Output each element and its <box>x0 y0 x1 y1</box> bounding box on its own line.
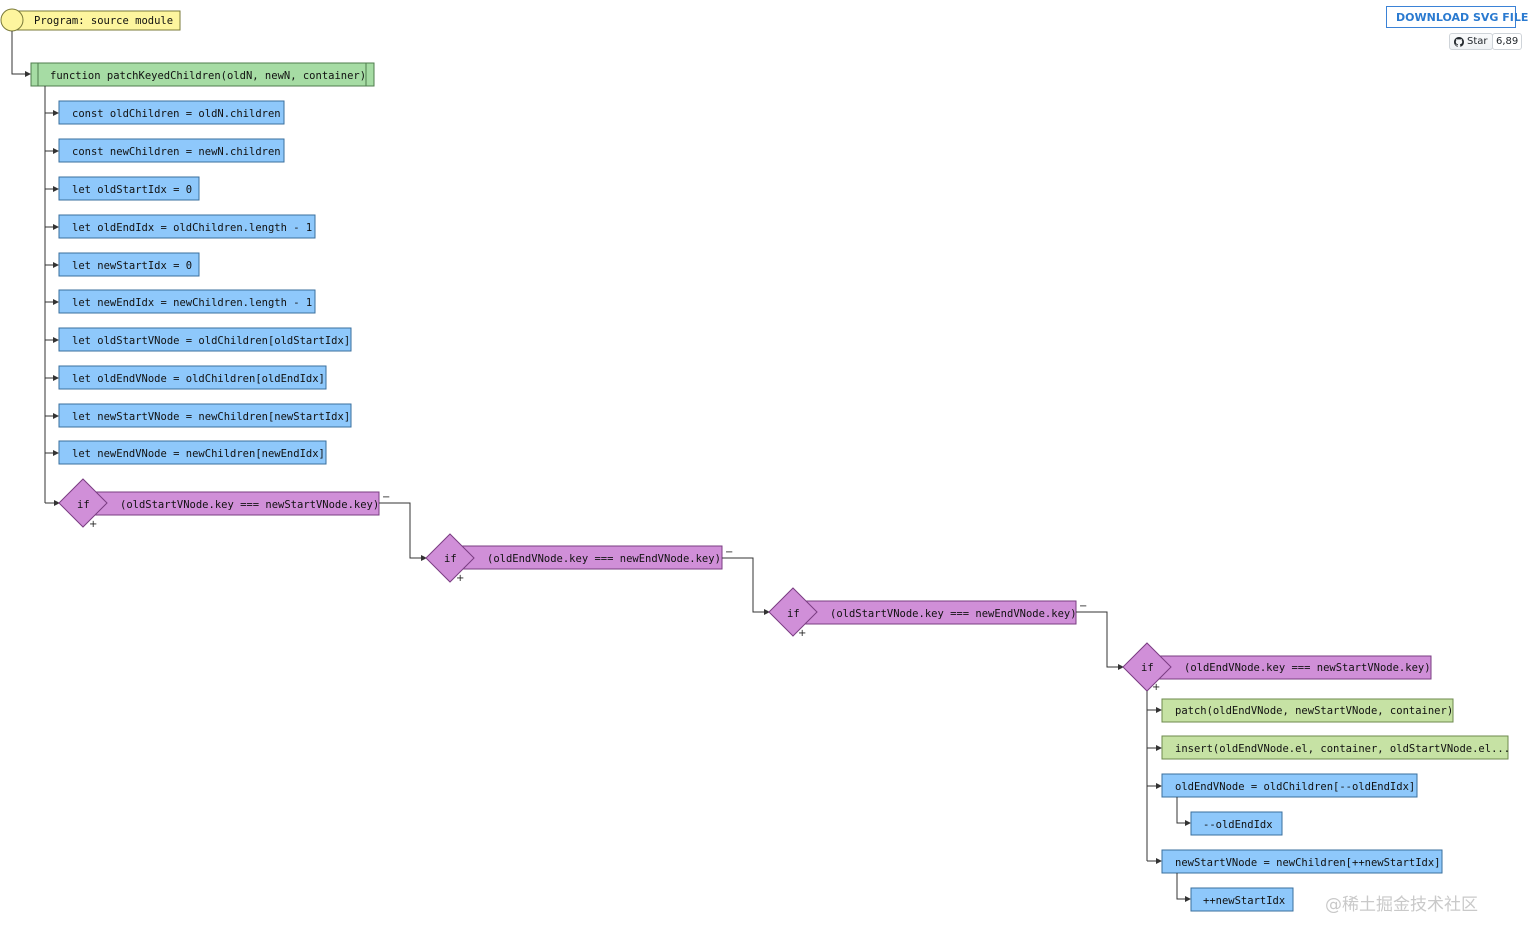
function-node: function patchKeyedChildren(oldN, newN, … <box>30 62 375 87</box>
statement-box <box>58 252 200 277</box>
if-node-2: if (oldEndVNode.key === newEndVNode.key)… <box>425 533 733 584</box>
statement-text: const oldChildren = oldN.children <box>72 108 281 120</box>
condition-text: (oldEndVNode.key === newStartVNode.key) <box>1184 662 1431 674</box>
condition-text: (oldStartVNode.key === newStartVNode.key… <box>120 499 379 511</box>
download-svg-button[interactable]: DOWNLOAD SVG FILE <box>1386 6 1528 28</box>
call-box <box>1161 735 1509 760</box>
github-star-button[interactable]: Star <box>1449 33 1493 50</box>
if-label: if <box>787 608 800 620</box>
statement-box <box>58 100 285 125</box>
statement-box <box>58 440 327 465</box>
statement-list: const oldChildren = oldN.children const … <box>45 100 352 465</box>
decision-diamond <box>58 478 108 528</box>
statement-text: let oldStartVNode = oldChildren[oldStart… <box>72 335 350 347</box>
connector-program-function <box>11 31 31 77</box>
if-label: if <box>77 499 90 511</box>
plus-sign: + <box>1152 682 1160 693</box>
minus-sign: − <box>1079 601 1087 612</box>
if-body-list: patch(oldEndVNode, newStartVNode, contai… <box>1147 698 1510 912</box>
connector-else-2 <box>722 557 770 615</box>
minus-sign: − <box>725 547 733 558</box>
if-node-3: if (oldStartVNode.key === newEndVNode.ke… <box>768 587 1087 639</box>
connector-else-3 <box>1076 611 1124 670</box>
plus-sign: + <box>798 628 806 639</box>
statement-text: --oldEndIdx <box>1203 819 1273 831</box>
github-star-label: Star <box>1467 36 1488 47</box>
if-label: if <box>444 553 457 565</box>
if-node-4: if (oldEndVNode.key === newStartVNode.ke… <box>1122 642 1432 693</box>
call-box <box>1161 698 1454 723</box>
statement-text: let newEndIdx = newChildren.length - 1 <box>72 297 312 309</box>
statement-box <box>1190 811 1283 836</box>
statement-text: let newStartVNode = newChildren[newStart… <box>72 411 350 423</box>
statement-text: let oldEndIdx = oldChildren.length - 1 <box>72 222 312 234</box>
connector-nested <box>1176 797 1191 826</box>
statement-text: let oldStartIdx = 0 <box>72 184 192 196</box>
program-node: Program: source module <box>0 8 181 32</box>
connector-nested <box>1176 873 1191 902</box>
statement-box <box>1190 887 1294 912</box>
plus-sign: + <box>456 573 464 584</box>
statement-box <box>58 214 316 239</box>
statement-box <box>58 327 352 352</box>
condition-text: (oldEndVNode.key === newEndVNode.key) <box>487 553 721 565</box>
if-label: if <box>1141 662 1154 674</box>
statement-text: let newEndVNode = newChildren[newEndIdx] <box>72 448 325 460</box>
plus-sign: + <box>89 519 97 530</box>
statement-text: let oldEndVNode = oldChildren[oldEndIdx] <box>72 373 325 385</box>
if-node-1: if (oldStartVNode.key === newStartVNode.… <box>45 478 390 530</box>
statement-box <box>58 176 200 201</box>
statement-text: oldEndVNode = oldChildren[--oldEndIdx] <box>1175 781 1415 793</box>
call-text: patch(oldEndVNode, newStartVNode, contai… <box>1175 705 1453 717</box>
connector-else-1 <box>379 502 427 561</box>
minus-sign: − <box>382 492 390 503</box>
watermark-text: @稀土掘金技术社区 <box>1325 895 1478 915</box>
statement-text: let newStartIdx = 0 <box>72 260 192 272</box>
program-label: Program: source module <box>34 15 173 27</box>
statement-text: newStartVNode = newChildren[++newStartId… <box>1175 857 1441 869</box>
condition-text: (oldStartVNode.key === newEndVNode.key) <box>830 608 1077 620</box>
statement-box <box>58 365 327 390</box>
statement-box <box>58 138 285 163</box>
statement-box <box>1161 773 1418 798</box>
decision-diamond <box>768 587 818 637</box>
github-icon <box>1454 36 1464 47</box>
statement-text: ++newStartIdx <box>1203 895 1285 907</box>
function-signature: function patchKeyedChildren(oldN, newN, … <box>50 70 366 82</box>
statement-box <box>58 403 352 428</box>
statement-box <box>1161 849 1443 874</box>
call-text: insert(oldEndVNode.el, container, oldSta… <box>1175 743 1510 755</box>
statement-box <box>58 289 316 314</box>
statement-text: const newChildren = newN.children <box>72 146 281 158</box>
github-star-count[interactable]: 6,89 <box>1492 33 1522 50</box>
decision-diamond <box>425 533 475 583</box>
